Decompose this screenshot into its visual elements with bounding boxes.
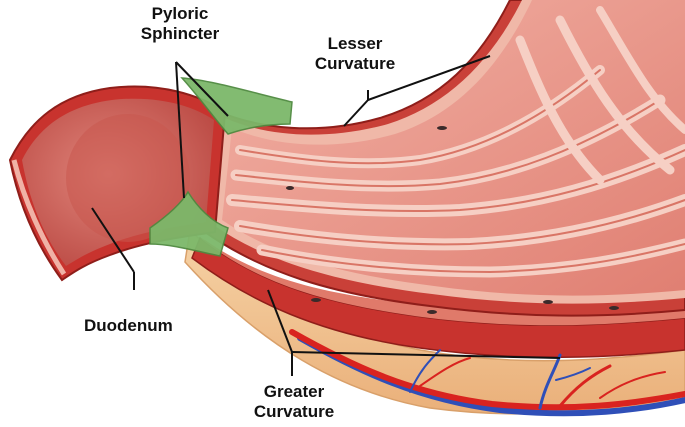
leader-lines: [91, 55, 561, 376]
pyloric-sphincter-upper: [180, 77, 293, 135]
greater-curvature-label: Greater Curvature: [238, 382, 350, 422]
rugae-folds: [226, 6, 685, 278]
duodenum-rim: [11, 159, 67, 276]
pyloric-sphincter-label-line1: Pyloric: [151, 4, 209, 23]
lesser-curvature-label-line2: Curvature: [314, 54, 396, 73]
wall-vessel-marks: [286, 126, 619, 314]
blood-vessels: [289, 329, 685, 417]
lesser-curvature-label-line1: Lesser: [327, 34, 383, 53]
duodenum-opening: [66, 114, 190, 242]
lesser-curvature-label: Lesser Curvature: [300, 34, 410, 74]
pyloric-sphincter-label: Pyloric Sphincter: [128, 4, 232, 44]
pyloric-sphincter-lower: [149, 190, 229, 257]
pyloric-sphincter-label-line2: Sphincter: [140, 24, 220, 43]
greater-curvature-label-line1: Greater: [263, 382, 325, 401]
greater-curvature-label-line2: Curvature: [253, 402, 335, 421]
duodenum-label: Duodenum: [84, 316, 173, 335]
